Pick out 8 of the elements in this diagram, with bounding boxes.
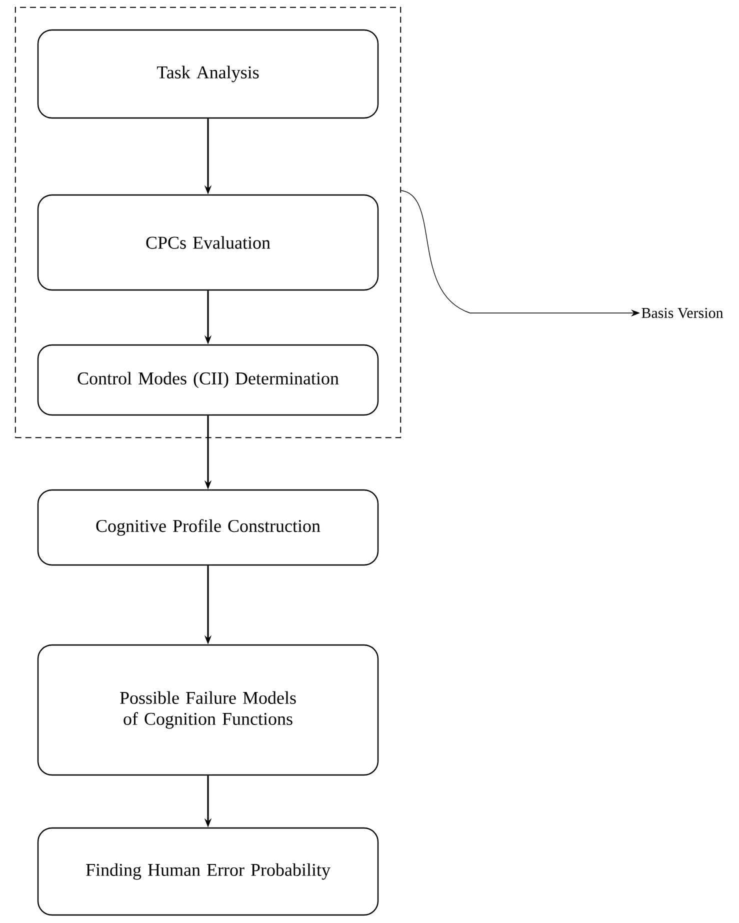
process-box: Finding Human Error Probability [37, 827, 379, 916]
process-box: Control Modes (CII) Determination [37, 344, 379, 416]
process-box: Task Analysis [37, 29, 379, 119]
process-box: CPCs Evaluation [37, 194, 379, 291]
process-box: Cognitive Profile Construction [37, 489, 379, 566]
dashed-group-frame [14, 6, 402, 438]
process-box: Possible Failure Models of Cognition Functions [37, 644, 379, 776]
callout-text: Basis Version [642, 308, 724, 318]
